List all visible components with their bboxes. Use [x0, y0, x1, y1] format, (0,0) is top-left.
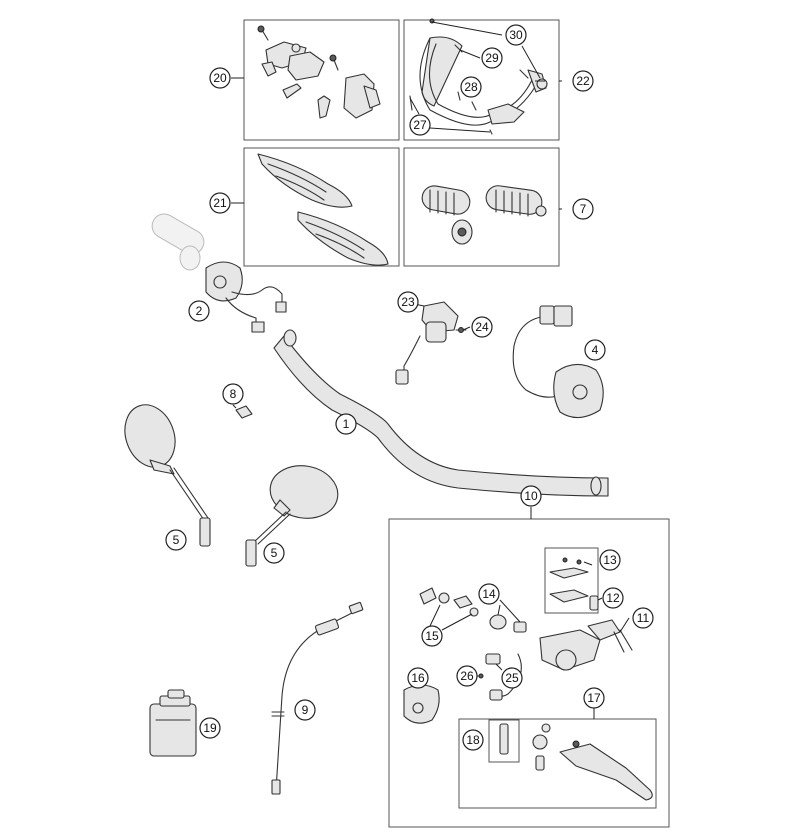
callout-5-left: 5 [165, 529, 187, 551]
svg-text:13: 13 [603, 553, 617, 567]
callout-17: 17 [583, 687, 605, 709]
group-box-10 [388, 518, 670, 828]
callout-7: 7 [572, 198, 594, 220]
callout-25: 25 [501, 667, 523, 689]
callout-22: 22 [572, 70, 594, 92]
svg-text:14: 14 [482, 587, 496, 601]
callout-11: 11 [632, 607, 654, 629]
clutch-cable-illustration [271, 601, 364, 795]
svg-text:30: 30 [509, 28, 523, 42]
svg-text:15: 15 [425, 629, 439, 643]
clip-illustration [235, 405, 253, 419]
svg-text:27: 27 [413, 118, 427, 132]
callout-15: 15 [421, 625, 443, 647]
clutch-master-cylinder-illustration [403, 557, 653, 801]
svg-text:16: 16 [411, 671, 425, 685]
svg-text:17: 17 [587, 691, 601, 705]
callout-1: 1 [335, 413, 357, 435]
handguard-illustration [409, 18, 548, 135]
group-box-7 [403, 147, 560, 267]
callout-29: 29 [481, 47, 503, 69]
callout-21: 21 [209, 192, 231, 214]
svg-text:11: 11 [637, 611, 650, 625]
callout-10: 10 [520, 485, 542, 507]
svg-text:5: 5 [271, 546, 278, 560]
svg-text:22: 22 [576, 74, 590, 88]
right-switch-illustration [512, 305, 604, 419]
svg-text:28: 28 [464, 80, 478, 94]
svg-text:4: 4 [592, 343, 599, 357]
brake-fluid-bottle-illustration [149, 689, 197, 757]
handlebar-illustration [273, 329, 609, 497]
callout-30: 30 [505, 24, 527, 46]
handguard-shells-illustration [257, 153, 389, 266]
callout-18: 18 [462, 729, 484, 751]
group-box-17 [458, 718, 657, 809]
grips-illustration [421, 185, 547, 245]
callout-20: 20 [209, 67, 231, 89]
svg-text:5: 5 [173, 533, 180, 547]
svg-text:20: 20 [213, 71, 227, 85]
left-switch-illustration [151, 213, 287, 333]
callout-23: 23 [397, 291, 419, 313]
callout-26: 26 [456, 665, 478, 687]
svg-text:29: 29 [485, 51, 499, 65]
svg-text:10: 10 [524, 489, 538, 503]
callout-9: 9 [294, 699, 316, 721]
svg-text:9: 9 [302, 703, 309, 717]
callout-12: 12 [602, 587, 624, 609]
svg-text:23: 23 [401, 295, 415, 309]
callout-24: 24 [471, 316, 493, 338]
callout-2: 2 [188, 300, 210, 322]
svg-text:21: 21 [213, 196, 227, 210]
svg-text:8: 8 [230, 387, 237, 401]
svg-text:19: 19 [203, 721, 217, 735]
svg-text:26: 26 [460, 669, 474, 683]
svg-text:25: 25 [505, 671, 519, 685]
group-box-20 [243, 19, 400, 141]
svg-text:2: 2 [196, 304, 203, 318]
kill-switch-illustration [395, 301, 467, 385]
right-mirror-illustration [245, 465, 339, 567]
clamp-set-illustration [257, 25, 381, 119]
group-box-21 [243, 147, 400, 267]
callout-14: 14 [478, 583, 500, 605]
group-box-22 [403, 19, 560, 141]
svg-text:7: 7 [580, 202, 587, 216]
callout-19: 19 [199, 717, 221, 739]
group-box-13 [544, 547, 599, 614]
callout-5-right: 5 [263, 542, 285, 564]
callout-13: 13 [599, 549, 621, 571]
svg-text:24: 24 [475, 320, 489, 334]
callout-8: 8 [222, 383, 244, 405]
callout-16: 16 [407, 667, 429, 689]
group-box-18 [488, 719, 520, 763]
svg-text:18: 18 [466, 733, 480, 747]
left-mirror-illustration [124, 404, 211, 547]
callout-4: 4 [584, 339, 606, 361]
svg-text:12: 12 [606, 591, 620, 605]
callout-28: 28 [460, 76, 482, 98]
callout-27: 27 [409, 114, 431, 136]
svg-text:1: 1 [343, 417, 350, 431]
